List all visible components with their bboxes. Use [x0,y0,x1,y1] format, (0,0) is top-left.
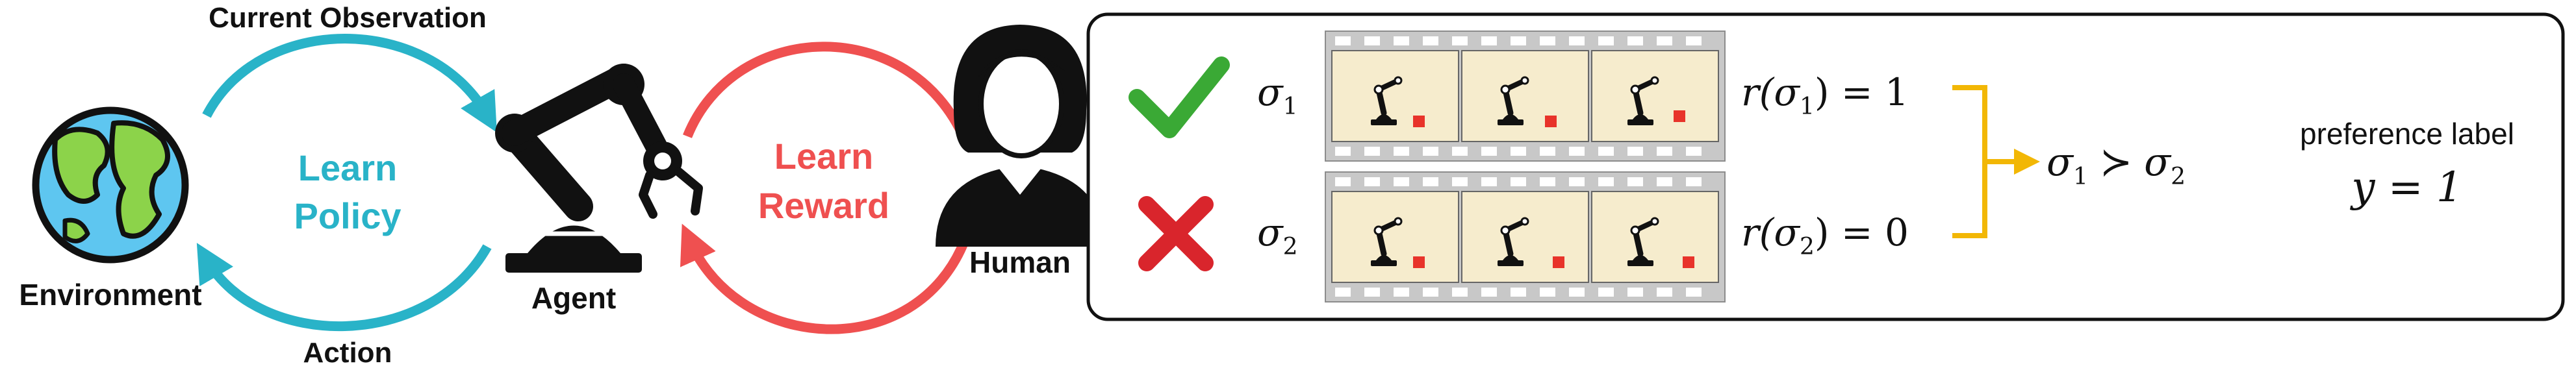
human-label: Human [969,245,1071,279]
agent-label: Agent [531,281,616,315]
segment-2-label: σ2 [1257,210,1298,260]
learn-reward-line2: Reward [758,185,889,226]
segment-1-label: σ1 [1257,70,1298,120]
learn-policy-line2: Policy [294,195,402,236]
reward-arrow-top [683,42,969,142]
preference-panel [1086,12,2565,321]
cross-icon [1138,196,1214,271]
robot-arm-icon [495,64,703,273]
action-label: Action [303,337,392,369]
action-arrow [196,243,492,332]
preference-value: y = 1 [2349,164,2462,212]
earth-icon [32,106,189,264]
comparison-label: σ1≻σ2 [2047,140,2186,190]
human-icon [936,25,1104,247]
learn-policy-line1: Learn [298,147,398,188]
reward-arrow-bottom [680,223,969,334]
film-strip-1 [1325,31,1726,162]
reward-2-label: r(σ2) = 0 [1741,210,1909,260]
environment-label: Environment [19,278,201,312]
reward-1-label: r(σ1) = 1 [1741,70,1909,120]
preference-title: preference label [2300,117,2514,151]
film-strip-2 [1325,171,1726,302]
learn-reward-line1: Learn [774,136,874,177]
observation-arrow [202,34,497,133]
check-icon [1129,56,1230,138]
observation-label: Current Observation [209,2,487,34]
comparison-bracket [1952,85,2040,238]
